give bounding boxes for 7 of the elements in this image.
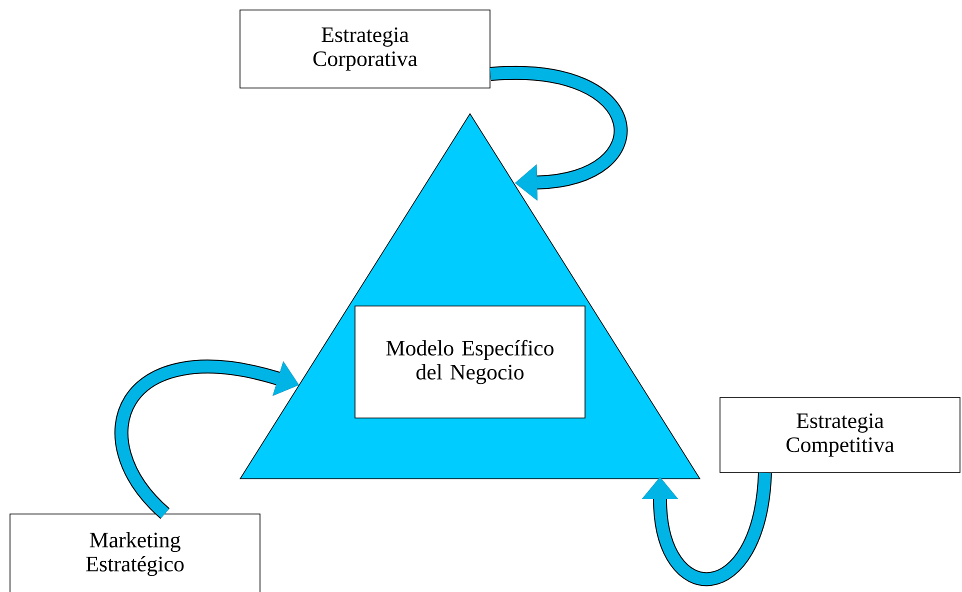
text-box: Modelo Específico del Negocio	[354, 306, 586, 418]
text-box: Estrategia Competitiva	[720, 397, 960, 473]
curved-arrow	[642, 472, 772, 586]
text-box: Marketing Estratégico	[10, 514, 260, 592]
curved-arrow	[114, 360, 299, 518]
curved-arrow	[490, 66, 628, 201]
text-box: Estrategia Corporativa	[240, 10, 490, 88]
